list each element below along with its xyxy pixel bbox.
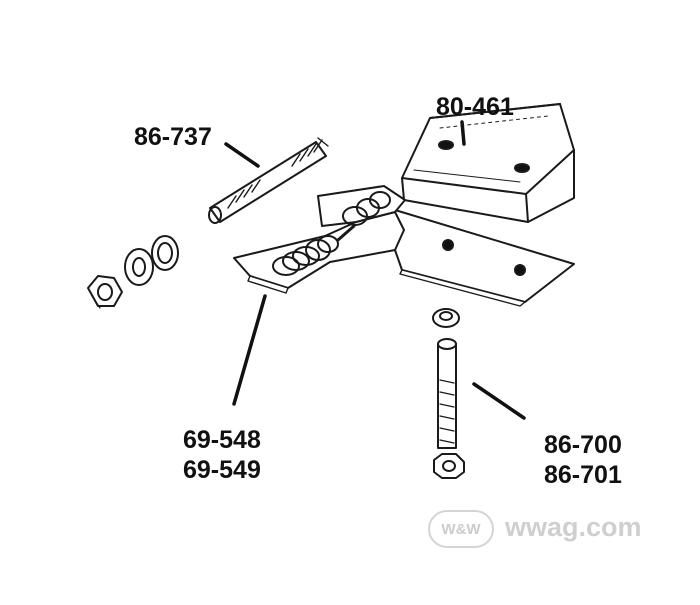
bolt-nut	[433, 453, 465, 479]
bolt-86-700	[437, 338, 457, 449]
leader-line-80-461	[460, 120, 466, 146]
stud-washer-inner	[124, 248, 154, 286]
hinge-spring	[272, 191, 391, 276]
seat-pad-block	[401, 103, 575, 223]
stud-nut	[87, 275, 123, 309]
label-86-700: 86-700	[544, 431, 622, 459]
label-80-461: 80-461	[436, 93, 514, 121]
watermark-site: wwag.com	[505, 512, 642, 542]
stud-washer-outer	[151, 235, 179, 271]
mounting-plate	[394, 209, 575, 307]
bolt-washer	[432, 308, 460, 328]
label-69-548: 69-548	[183, 426, 261, 454]
leader-line-69-548	[232, 294, 267, 406]
hinge-bracket	[233, 185, 406, 294]
leader-line-86-700	[472, 382, 526, 420]
leader-line-86-737	[224, 142, 260, 168]
label-86-701: 86-701	[544, 461, 622, 489]
watermark-logo-text: W&W	[441, 520, 481, 538]
stud-86-737	[208, 137, 329, 224]
label-86-737: 86-737	[134, 123, 212, 151]
label-69-549: 69-549	[183, 456, 261, 484]
watermark-logo: W&W	[428, 510, 494, 548]
